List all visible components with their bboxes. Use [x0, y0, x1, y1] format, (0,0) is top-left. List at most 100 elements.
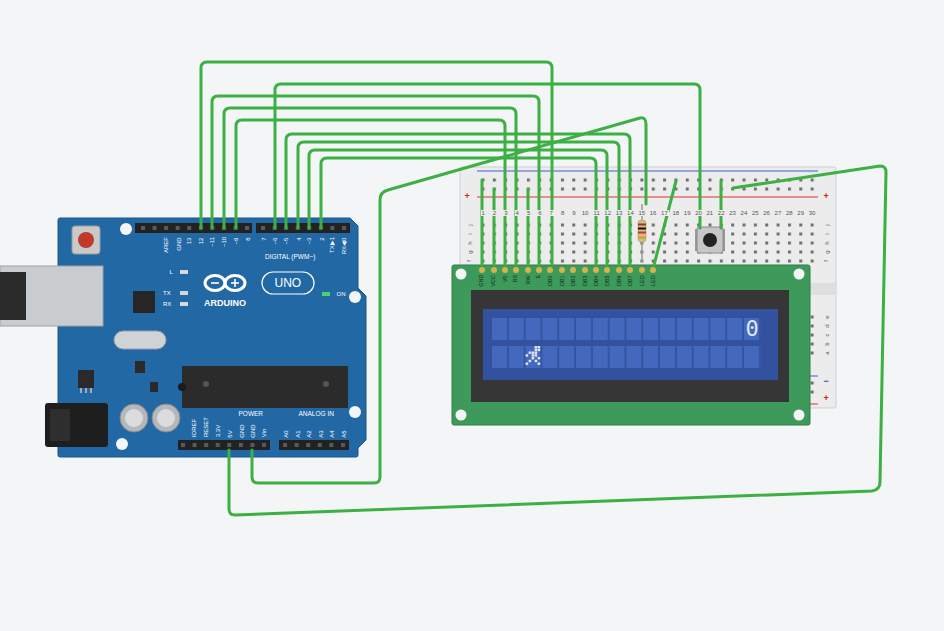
pin-label: Vin — [261, 428, 267, 437]
row-letter: h — [466, 240, 472, 245]
column-number: 12 — [603, 210, 612, 216]
arduino-illustration — [135, 361, 145, 373]
pin-label: 2 — [318, 237, 324, 240]
pin-label: 8 — [244, 237, 250, 240]
pin-label: TX▶1 — [329, 237, 335, 253]
arduino-illustration — [72, 226, 100, 254]
wire — [201, 62, 552, 265]
column-number: 24 — [740, 210, 749, 216]
breadboard-illustration — [481, 223, 816, 265]
pin-label: GND — [479, 275, 485, 287]
row-letter: i — [466, 232, 472, 235]
arduino-illustration — [203, 381, 209, 387]
arduino-illustration — [120, 223, 132, 235]
column-number: 8 — [560, 210, 565, 216]
arduino-illustration — [349, 406, 361, 418]
pin-label: RW — [525, 275, 531, 284]
row-letter: j — [823, 223, 829, 226]
arduino-illustration — [211, 282, 219, 284]
lcd-illustration — [582, 267, 588, 273]
arduino-illustration — [205, 276, 225, 291]
lcd-custom-glyph — [529, 360, 532, 362]
row-letter: h — [823, 240, 829, 245]
pin-label: ~11 — [209, 237, 215, 247]
resistor-symbol — [638, 204, 646, 262]
row-letter: d — [823, 323, 829, 328]
resistor-symbol — [638, 220, 646, 242]
arduino-illustration — [78, 370, 94, 388]
arduino-illustration — [256, 223, 350, 233]
row-letter: g — [823, 249, 829, 254]
lcd-illustration — [559, 267, 565, 273]
pin-label: ~6 — [272, 237, 278, 244]
pin-label: DB6 — [616, 275, 622, 286]
arduino-illustration — [234, 279, 236, 287]
arduino-illustration — [0, 266, 103, 326]
pin-label: 5V — [226, 430, 232, 437]
lcd-illustration — [502, 267, 508, 273]
lcd-custom-glyph — [538, 346, 541, 348]
pin-label: 4 — [295, 237, 301, 240]
lcd-custom-glyph — [535, 349, 538, 351]
arduino-illustration — [180, 291, 188, 295]
header-label: DIGITAL (PWM~) — [265, 254, 315, 261]
column-number: 21 — [706, 210, 715, 216]
row-letter: f — [466, 259, 472, 263]
lcd-custom-glyph — [538, 357, 541, 359]
column-number: 4 — [515, 210, 520, 216]
pushbutton-symbol — [695, 227, 725, 253]
wire — [201, 62, 886, 515]
lcd-illustration — [639, 267, 645, 273]
arduino-illustration — [45, 403, 108, 447]
column-number: 6 — [537, 210, 542, 216]
arduino-illustration — [114, 331, 166, 349]
wire — [527, 189, 530, 265]
arduino-illustration — [50, 409, 70, 441]
wire — [275, 84, 700, 228]
arduino-illustration — [256, 223, 350, 233]
column-number: 18 — [671, 210, 680, 216]
wire — [298, 142, 619, 265]
row-letter: i — [823, 232, 829, 235]
lcd-illustration — [604, 267, 610, 273]
arduino-illustration — [279, 440, 349, 450]
column-number: 25 — [751, 210, 760, 216]
pin-label: AREF — [163, 237, 169, 253]
column-number: 17 — [660, 210, 669, 216]
arduino-illustration — [120, 404, 148, 432]
lcd-illustration — [471, 290, 789, 402]
lcd-illustration — [794, 269, 805, 280]
wire — [229, 166, 886, 515]
breadboard-illustration — [481, 178, 816, 193]
column-number: 10 — [581, 210, 590, 216]
pin-label: RS — [513, 275, 519, 283]
lcd-illustration — [650, 267, 656, 273]
arduino-illustration — [135, 223, 252, 233]
lcd-custom-glyph — [535, 346, 538, 348]
arduino-illustration — [279, 440, 349, 450]
pin-label: RX◀0 — [341, 237, 347, 254]
column-number: 30 — [808, 210, 817, 216]
column-number: 3 — [503, 210, 508, 216]
pin-label: RESET — [203, 417, 209, 437]
lcd-custom-glyph — [529, 352, 532, 354]
wire — [654, 181, 676, 265]
column-number: 7 — [549, 210, 554, 216]
lcd-custom-glyph — [526, 363, 529, 365]
arduino-illustration — [178, 440, 270, 450]
wire — [212, 96, 539, 265]
column-number: 28 — [785, 210, 794, 216]
lcd-illustration — [616, 267, 622, 273]
column-number: 22 — [717, 210, 726, 216]
header-label: POWER — [239, 411, 264, 418]
arduino-illustration — [125, 409, 143, 427]
pin-label: GND — [175, 237, 181, 250]
lcd-illustration — [452, 265, 810, 425]
arduino-illustration — [80, 388, 82, 393]
column-number: 11 — [593, 210, 601, 216]
lcd-illustration — [479, 267, 485, 273]
arduino-illustration — [78, 232, 94, 248]
lcd-illustration — [547, 267, 553, 273]
resistor-symbol — [638, 232, 646, 234]
arduino-illustration — [178, 440, 270, 450]
